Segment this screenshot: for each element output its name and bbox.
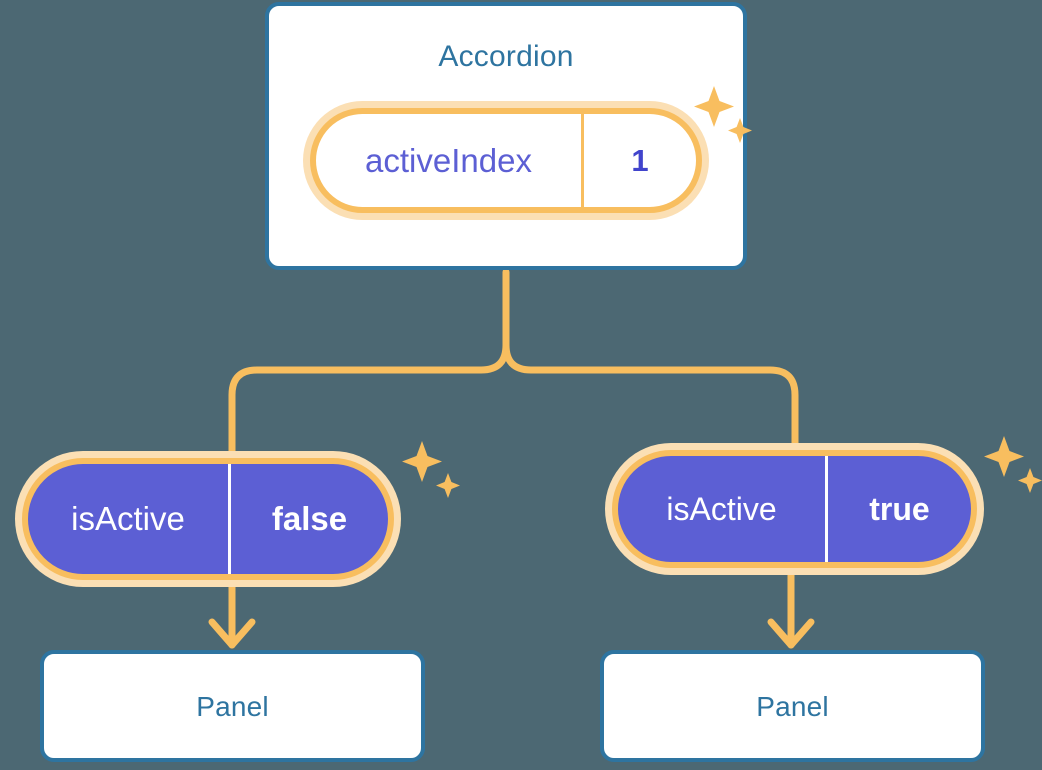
sparkle-group-true [984,436,1042,493]
state-pill-activeindex[interactable]: activeIndex 1 [310,108,702,213]
panel-component-card-right[interactable]: Panel [600,650,985,762]
sparkle-group-false [402,441,460,498]
prop-pill-isactive-false-key: isActive [28,464,231,574]
sparkle-small-icon [1018,468,1042,493]
panel-title-left: Panel [196,691,269,722]
state-pill-activeindex-value: 1 [631,142,649,178]
branch-connector-icon-right [502,341,799,459]
sparkle-small-icon [436,473,460,498]
accordion-title: Accordion [438,40,574,73]
prop-pill-isactive-false[interactable]: isActive false [22,458,394,580]
branch-connector-icon [228,268,510,466]
prop-pill-isactive-true[interactable]: isActive true [612,450,977,568]
prop-pill-isactive-true-value: true [869,490,930,527]
prop-pill-isactive-false-value: false [271,500,348,537]
arrow-down-icon-left-head [208,618,256,649]
panel-title-right: Panel [756,691,829,722]
prop-pill-isactive-true-key: isActive [618,456,828,562]
sparkle-icon [984,436,1024,477]
arrow-down-icon-right-head [767,618,815,649]
panel-component-card-left[interactable]: Panel [40,650,425,762]
state-pill-activeindex-key: activeIndex [316,114,584,207]
sparkle-icon [402,441,442,482]
